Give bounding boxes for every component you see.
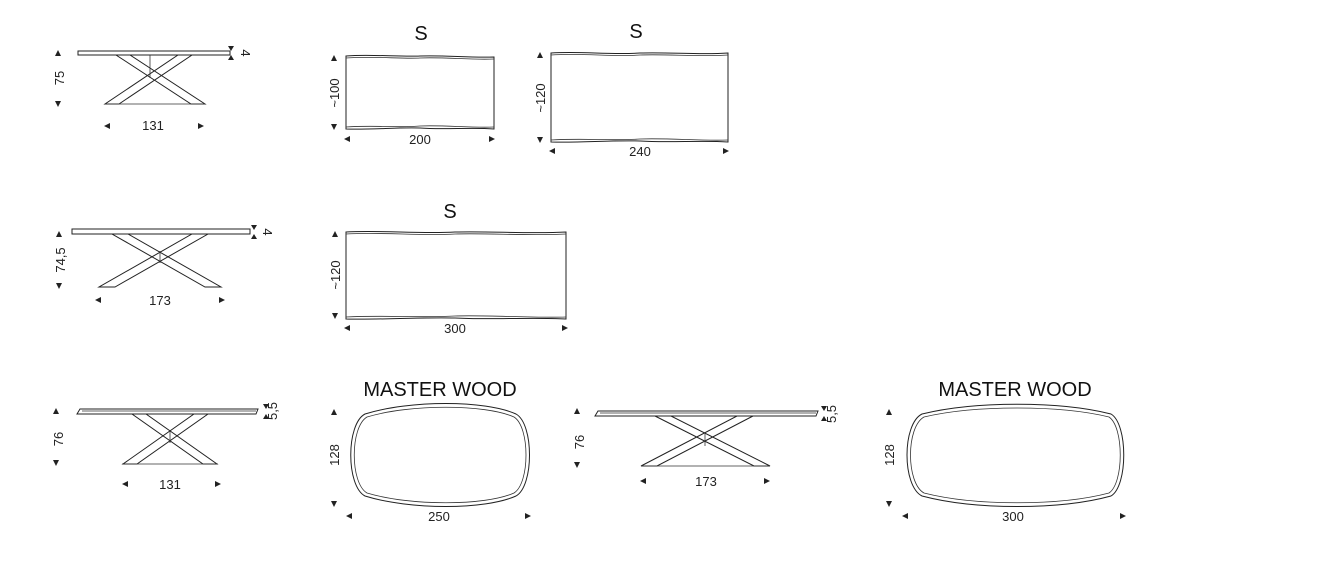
arrow-up — [574, 408, 580, 414]
width-label: 131 — [142, 118, 164, 133]
arrow-right — [562, 325, 568, 331]
x-base — [103, 54, 207, 105]
arrow-down — [56, 283, 62, 289]
side-view-173: 74,5 173 4 — [53, 225, 275, 308]
length-label: 200 — [409, 132, 431, 147]
depth-label: 128 — [882, 444, 897, 466]
length-label: 300 — [1002, 509, 1024, 524]
table-top-outline — [345, 54, 495, 130]
top-thickness-label: 4 — [260, 228, 275, 235]
arrow-up — [332, 231, 338, 237]
length-label: 300 — [444, 321, 466, 336]
arrow-left — [344, 325, 350, 331]
side-view-131-row1: 75 131 4 — [52, 46, 253, 133]
width-label: 131 — [159, 477, 181, 492]
arrow-left — [122, 481, 128, 487]
arrow-up — [55, 50, 61, 56]
table-top-outline — [345, 230, 567, 320]
x-base — [640, 415, 771, 467]
plan-view-200: S ~100 200 — [327, 23, 495, 147]
height-label: 76 — [51, 432, 66, 446]
height-label: 75 — [52, 71, 67, 85]
arrow-up — [228, 55, 234, 60]
arrow-down — [251, 225, 257, 230]
arrow-down — [821, 406, 827, 411]
depth-label: ~100 — [327, 78, 342, 107]
arrow-down — [331, 501, 337, 507]
arrow-up — [331, 55, 337, 61]
arrow-up — [537, 52, 543, 58]
table-top — [77, 50, 231, 56]
height-label: 74,5 — [53, 247, 68, 272]
arrow-up — [263, 414, 269, 419]
arrow-down — [537, 137, 543, 143]
table-top — [76, 408, 259, 415]
shape-title: MASTER WOOD — [363, 379, 516, 401]
top-thickness-label: 5,5 — [265, 402, 280, 420]
arrow-left — [640, 478, 646, 484]
table-top-outline — [906, 403, 1125, 507]
arrow-right — [489, 136, 495, 142]
table-top — [71, 228, 251, 235]
length-label: 250 — [428, 509, 450, 524]
arrow-up — [53, 408, 59, 414]
arrow-down — [886, 501, 892, 507]
shape-title: S — [443, 201, 456, 223]
arrow-right — [215, 481, 221, 487]
shape-title: MASTER WOOD — [938, 379, 1091, 401]
plan-view-300: S ~120 300 — [328, 201, 568, 336]
top-thickness-label: 4 — [238, 49, 253, 56]
arrow-right — [525, 513, 531, 519]
arrow-up — [331, 409, 337, 415]
side-view-173-row3: 76 173 5,5 — [572, 405, 839, 489]
depth-label: 128 — [327, 444, 342, 466]
arrow-left — [902, 513, 908, 519]
shape-title: S — [629, 21, 642, 43]
arrow-up — [56, 231, 62, 237]
arrow-right — [723, 148, 729, 154]
depth-label: ~120 — [533, 83, 548, 112]
side-view-131-row3: 76 131 5,5 — [51, 402, 280, 492]
arrow-right — [764, 478, 770, 484]
arrow-right — [1120, 513, 1126, 519]
arrow-down — [263, 404, 269, 409]
arrow-down — [55, 101, 61, 107]
arrow-down — [53, 460, 59, 466]
height-label: 76 — [572, 435, 587, 449]
shape-title: S — [414, 23, 427, 45]
arrow-up — [821, 416, 827, 421]
plan-view-master-wood-250: MASTER WOOD 128 250 — [327, 379, 531, 524]
width-label: 173 — [695, 474, 717, 489]
arrow-down — [331, 124, 337, 130]
length-label: 240 — [629, 144, 651, 159]
arrow-up — [251, 234, 257, 239]
x-base — [121, 413, 219, 465]
width-label: 173 — [149, 293, 171, 308]
arrow-right — [198, 123, 204, 129]
arrow-left — [344, 136, 350, 142]
plan-view-master-wood-300: MASTER WOOD 128 300 — [882, 379, 1126, 524]
table-top — [594, 410, 819, 417]
depth-label: ~120 — [328, 260, 343, 289]
arrow-right — [219, 297, 225, 303]
x-base — [97, 233, 223, 288]
arrow-down — [574, 462, 580, 468]
arrow-left — [346, 513, 352, 519]
arrow-down — [228, 46, 234, 51]
plan-view-240: S ~120 240 — [533, 21, 729, 159]
arrow-left — [549, 148, 555, 154]
table-top-outline — [350, 403, 530, 507]
arrow-up — [886, 409, 892, 415]
arrow-down — [332, 313, 338, 319]
arrow-left — [104, 123, 110, 129]
table-top-outline — [550, 51, 729, 143]
top-thickness-label: 5,5 — [824, 405, 839, 423]
arrow-left — [95, 297, 101, 303]
